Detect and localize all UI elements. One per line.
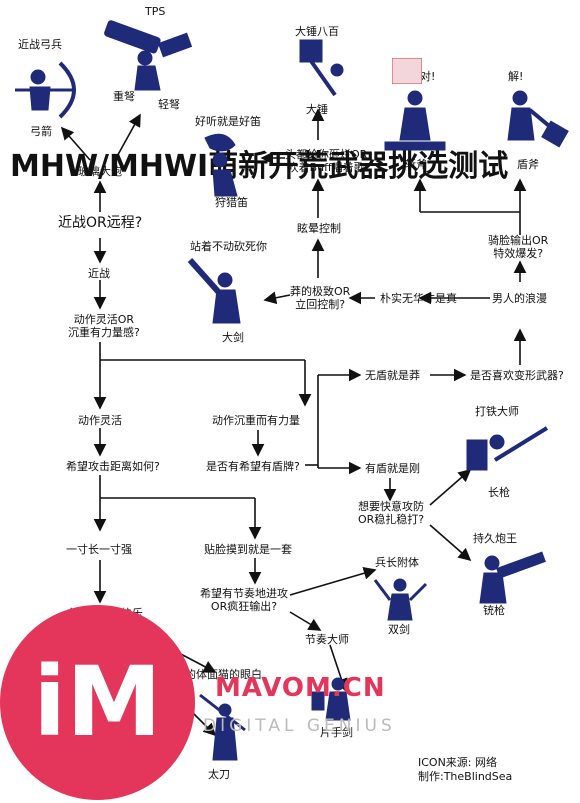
watermark-logo: iM <box>0 605 195 800</box>
bowgun-icon <box>104 20 193 91</box>
credit-text: ICON来源: 网络 制作:TheBlindSea <box>418 756 513 783</box>
node-blacksmith: 打铁大师 <box>475 405 519 418</box>
node-reckless-extreme: 莽的极致OR 立回控制? <box>290 285 351 311</box>
node-attack-distance: 希望攻击距离如何? <box>66 460 160 473</box>
node-heavy-bowgun: 重弩 <box>113 90 135 103</box>
hammer-icon <box>299 39 344 97</box>
node-lance: 长枪 <box>488 486 510 499</box>
node-glass-cannon: 玻璃大炮 <box>78 165 122 178</box>
node-close-contact: 贴脸摸到就是一套 <box>204 543 292 556</box>
sword-shield-icon <box>311 677 351 721</box>
node-hammer: 大锤 <box>306 103 328 116</box>
hunting-horn-icon <box>204 133 238 197</box>
long-sword-icon <box>199 693 246 761</box>
node-nice-flute: 好听就是好笛 <box>195 115 261 128</box>
node-one-inch: 一寸长一寸强 <box>66 543 132 556</box>
node-tps: TPS <box>145 5 166 18</box>
node-stand-still: 站着不动砍死你 <box>190 240 267 253</box>
node-sword-shield: 片手剑 <box>320 726 353 739</box>
node-buff-sing: 头都给你砸烂OR 吹着Buff唱着歌 <box>285 148 368 174</box>
watermark-name: MAVOM.CN <box>215 673 386 703</box>
node-mans-romance: 男人的浪漫 <box>492 292 547 305</box>
node-heavy: 动作沉重而有力量 <box>212 414 300 427</box>
node-stun-control: 眩晕控制 <box>297 222 341 235</box>
node-soldier-possessed: 兵长附体 <box>375 556 419 569</box>
dual-blades-icon <box>373 578 428 621</box>
charge-blade-icon <box>507 90 569 148</box>
node-charge-blade: 盾斧 <box>517 158 539 171</box>
node-rhythm-master: 节奏大师 <box>305 633 349 646</box>
node-hunting-horn: 狩猎笛 <box>215 196 248 209</box>
node-plain: 朴实无华才是真 <box>380 292 457 305</box>
cat-sticker-icon <box>392 58 422 84</box>
lance-icon <box>466 426 549 471</box>
page-title: MHW/MHWI萌新开荒武器挑选测试 <box>10 149 509 184</box>
node-rhythm: 希望有节奏地进攻 OR疯狂输出? <box>200 587 288 613</box>
node-cannon-king: 持久炮王 <box>473 532 517 545</box>
node-bow: 弓箭 <box>30 125 52 138</box>
switch-axe-icon <box>384 90 446 151</box>
node-tachi-cat: 的体面猫的眼白 <box>185 668 262 681</box>
node-melee: 近战 <box>88 267 110 280</box>
gunlance-icon <box>479 551 546 604</box>
node-fast-defense: 想要快意攻防 OR稳扎稳打? <box>358 500 425 526</box>
watermark-sub: DIGITAL GENIUS <box>203 716 396 736</box>
node-agile: 动作灵活 <box>78 414 122 427</box>
node-melee-or-ranged: 近战OR远程? <box>58 215 143 231</box>
node-melee-bow-header: 近战弓兵 <box>18 38 62 51</box>
node-dual-blades: 双剑 <box>388 623 410 636</box>
node-face-burst: 骑脸输出OR 特效爆发? <box>488 234 549 260</box>
node-no-shield: 无盾就是莽 <box>365 369 420 382</box>
node-speech-left: 对! <box>420 70 436 83</box>
node-like-transform: 是否喜欢变形武器? <box>470 369 564 382</box>
node-light-bowgun: 轻弩 <box>158 98 180 111</box>
bow-icon <box>15 61 76 119</box>
node-want-shield: 是否有希望有盾牌? <box>206 460 300 473</box>
node-speech-right: 解! <box>508 70 524 83</box>
node-hammer-header: 大锤八百 <box>295 25 339 38</box>
node-switch-axe: 斩斧 <box>405 158 427 171</box>
node-agile-or-heavy: 动作灵活OR 沉重有力量感? <box>68 313 140 339</box>
node-shield-solid: 有盾就是刚 <box>365 462 420 475</box>
node-great-sword: 大剑 <box>222 331 244 344</box>
node-gunlance: 铳枪 <box>483 604 505 617</box>
great-sword-icon <box>187 258 241 324</box>
node-long-sword: 太刀 <box>208 768 230 781</box>
